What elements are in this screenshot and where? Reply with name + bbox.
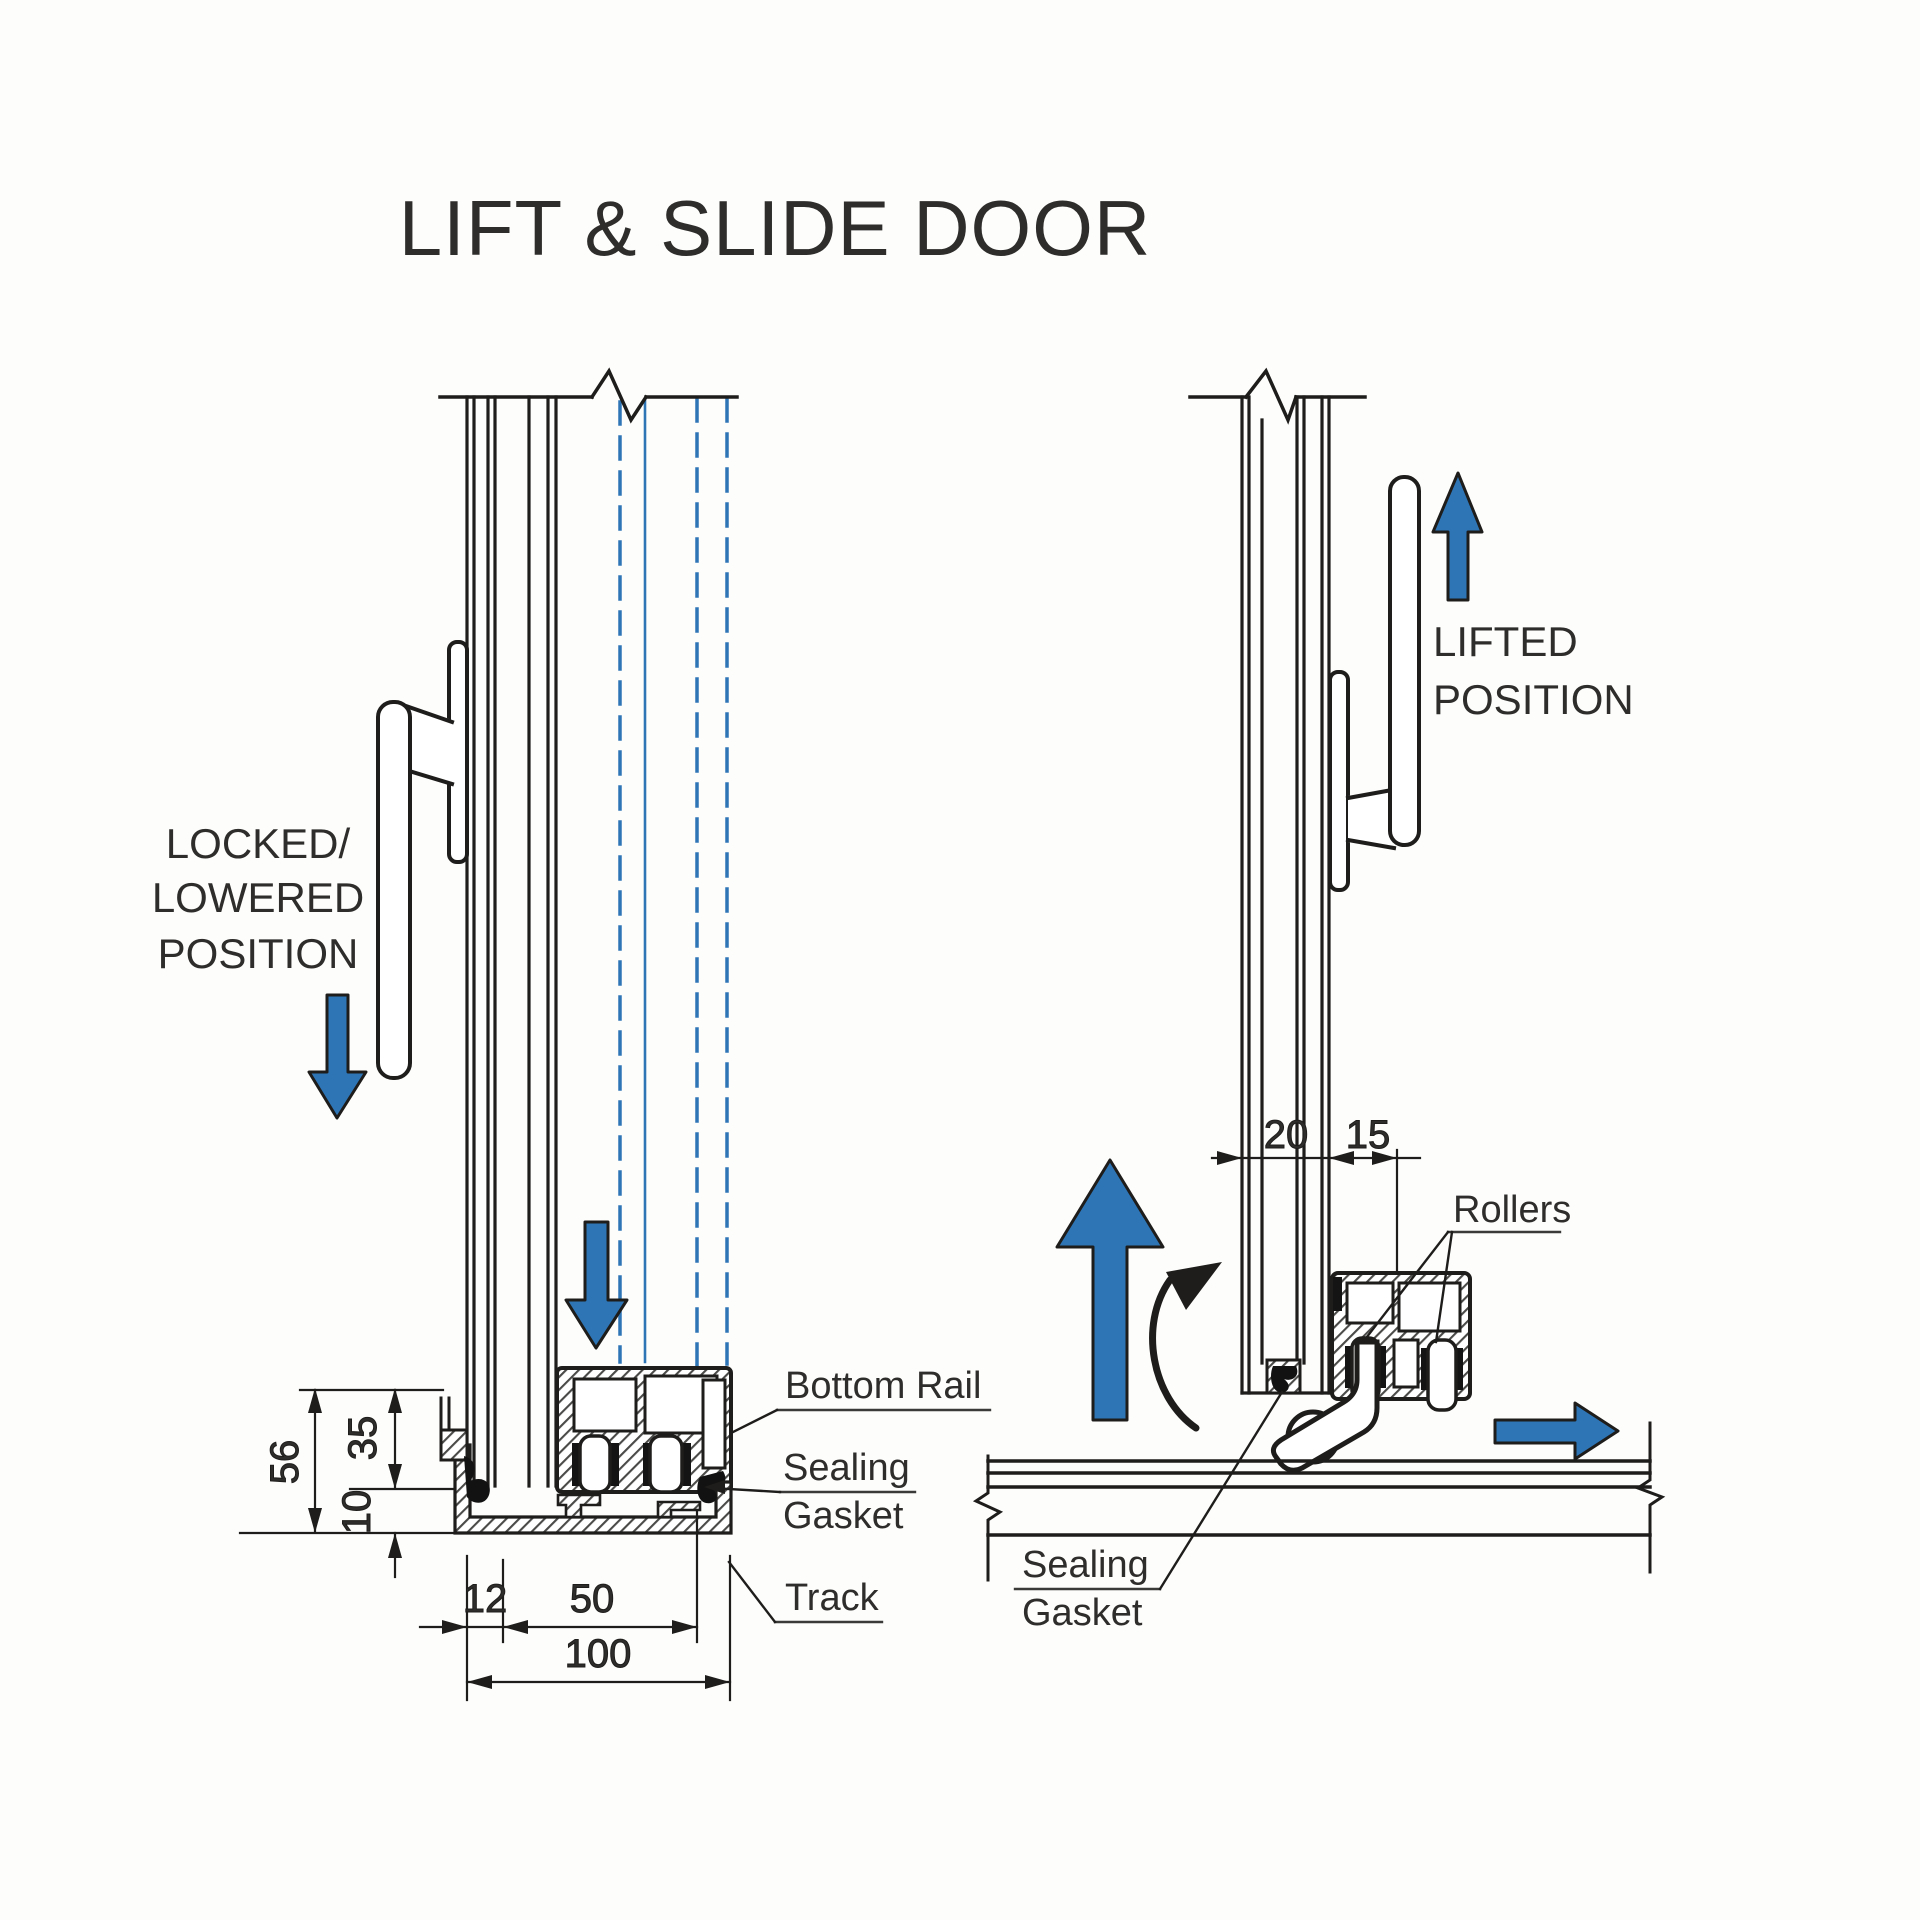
handle-grip bbox=[376, 700, 412, 1080]
floor-break-left bbox=[972, 1454, 1004, 1582]
right-door-panel bbox=[1188, 367, 1367, 1395]
dim-rail-width: 50 bbox=[570, 1577, 615, 1621]
label-sealing-gasket: Gasket bbox=[1022, 1592, 1143, 1634]
label-track: Track bbox=[785, 1577, 880, 1619]
right-floor-track bbox=[972, 1421, 1666, 1582]
right-rotate-arrow bbox=[1149, 1262, 1222, 1432]
down-arrow-icon bbox=[564, 1220, 629, 1350]
floor-break-right bbox=[1634, 1421, 1666, 1574]
track-hook bbox=[656, 1500, 702, 1519]
right-arrow-icon bbox=[1493, 1401, 1620, 1461]
left-state-label: LOCKED/ LOWERED POSITION bbox=[152, 820, 364, 977]
right-motion-arrows bbox=[1055, 471, 1620, 1461]
dim-edge-gap: 12 bbox=[463, 1577, 508, 1621]
state-line: LOCKED/ bbox=[166, 820, 351, 867]
state-line: LOWERED bbox=[152, 874, 364, 921]
gasket-left bbox=[464, 1456, 490, 1503]
dim-carriage-width: 15 bbox=[1346, 1113, 1391, 1157]
sill-block bbox=[439, 1428, 469, 1462]
rail-roller bbox=[648, 1434, 684, 1494]
page-title: LIFT & SLIDE DOOR bbox=[399, 184, 1151, 272]
rail-chamber bbox=[572, 1377, 638, 1433]
carriage-chamber bbox=[1397, 1281, 1462, 1333]
rail-chamber bbox=[701, 1378, 727, 1470]
left-part-labels: Bottom Rail Sealing Gasket Track bbox=[704, 1365, 992, 1624]
label-sealing-gasket: Sealing bbox=[1022, 1544, 1149, 1586]
left-door-panel bbox=[438, 367, 739, 1488]
right-dimensions: 20 15 bbox=[1210, 1113, 1422, 1274]
right-break-symbol bbox=[1243, 367, 1299, 425]
left-motion-arrows bbox=[307, 993, 629, 1350]
right-part-labels: Rollers Sealing Gasket bbox=[1013, 1189, 1571, 1634]
gasket-sealing bbox=[1271, 1366, 1298, 1393]
right-state-label: LIFTED POSITION bbox=[1433, 618, 1634, 723]
left-ghost-position-lines bbox=[618, 397, 729, 1370]
track-center-rail bbox=[556, 1493, 602, 1519]
down-arrow-icon bbox=[307, 993, 368, 1120]
left-diagram: LOCKED/ LOWERED POSITION 56 35 bbox=[152, 367, 992, 1702]
carriage-chamber bbox=[1345, 1281, 1395, 1325]
lifting-lever bbox=[1270, 1339, 1380, 1473]
handle-base-plate bbox=[1328, 670, 1350, 892]
state-line: POSITION bbox=[1433, 676, 1634, 723]
rail-roller bbox=[578, 1434, 612, 1494]
dim-leaf-thickness: 20 bbox=[1264, 1113, 1309, 1157]
left-dimensions: 56 35 10 12 50 100 bbox=[238, 1388, 732, 1702]
left-break-symbol bbox=[589, 367, 649, 424]
right-lever-wheel bbox=[1270, 1339, 1380, 1473]
carriage-chamber bbox=[1392, 1338, 1420, 1389]
left-bottom-rail bbox=[555, 1366, 733, 1494]
dim-total-height: 56 bbox=[263, 1440, 307, 1485]
right-door-gasket bbox=[1265, 1358, 1302, 1395]
dim-total-width: 100 bbox=[565, 1632, 632, 1676]
label-rollers: Rollers bbox=[1453, 1189, 1571, 1231]
label-sealing-gasket: Sealing bbox=[783, 1447, 910, 1489]
label-bottom-rail: Bottom Rail bbox=[785, 1365, 981, 1407]
label-sealing-gasket: Gasket bbox=[783, 1495, 904, 1537]
state-line: LIFTED bbox=[1433, 618, 1578, 665]
state-line: POSITION bbox=[158, 930, 359, 977]
right-diagram: LIFTED POSITION 20 15 bbox=[972, 367, 1666, 1634]
rotate-arrowhead bbox=[1166, 1262, 1222, 1310]
right-door-handle bbox=[1328, 475, 1421, 892]
dim-rail-height: 35 bbox=[341, 1416, 385, 1461]
handle-grip bbox=[1388, 475, 1421, 847]
carriage-roller bbox=[1426, 1338, 1458, 1412]
left-door-handle bbox=[376, 640, 469, 1080]
up-arrow-icon bbox=[1055, 1158, 1165, 1422]
up-arrow-icon bbox=[1431, 471, 1484, 602]
dim-track-height: 10 bbox=[335, 1490, 379, 1535]
